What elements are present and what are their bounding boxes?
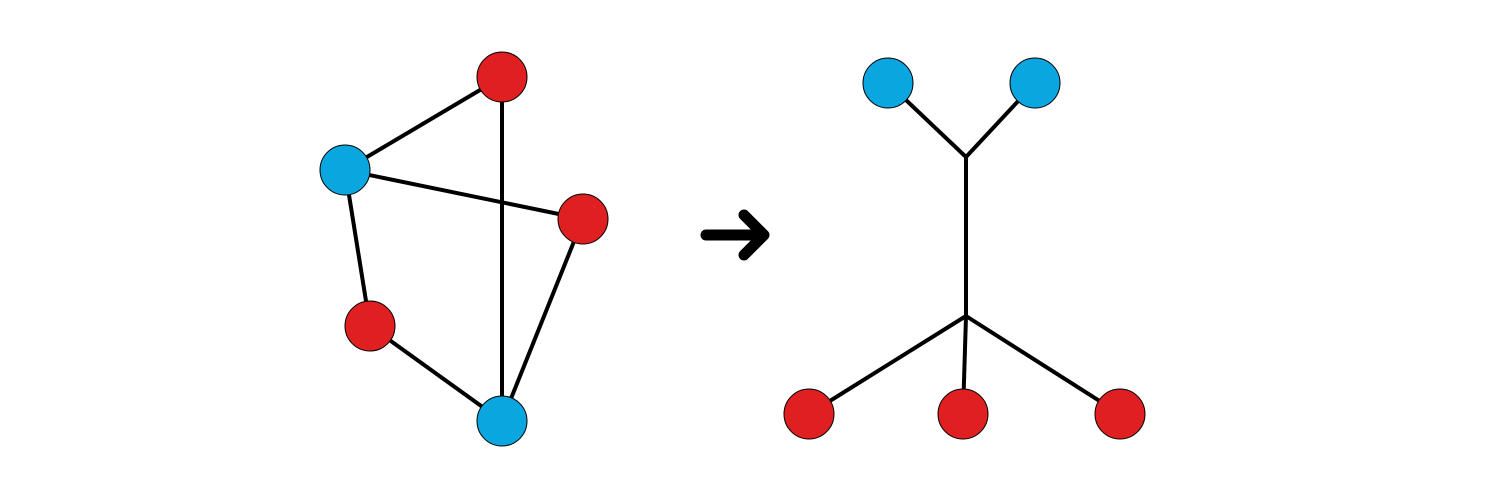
right-tree [783, 57, 1146, 440]
right-tree-edges [807, 81, 1122, 416]
left-graph-node-l-top-red [476, 51, 528, 103]
right-tree-node-r-bottom-mid-red [937, 388, 989, 440]
right-tree-edge-j-lower-r-bottom-right [964, 314, 1122, 416]
left-graph-node-l-lower-left-red [344, 300, 396, 352]
left-graph-edge-l-lower-left-l-bottom [368, 324, 504, 423]
left-graph-edge-l-top-l-left [343, 75, 504, 172]
right-arrow-icon [700, 209, 770, 261]
left-graph-node-l-right-red [557, 193, 609, 245]
right-tree-edge-j-lower-r-bottom-left [807, 314, 968, 416]
left-graph-edges [343, 75, 585, 423]
right-tree-node-r-bottom-right-red [1094, 388, 1146, 440]
left-graph-edge-l-left-l-right [343, 168, 585, 221]
left-graph-edge-l-right-l-bottom [500, 217, 585, 423]
right-tree-node-r-top-left-blue [862, 57, 914, 109]
right-tree-node-r-top-right-blue [1009, 57, 1061, 109]
left-graph-edge-l-left-l-lower-left [343, 168, 372, 328]
right-tree-nodes [783, 57, 1146, 440]
left-graph-node-l-bottom-blue [476, 395, 528, 447]
left-graph [319, 51, 609, 447]
left-graph-nodes [319, 51, 609, 447]
left-graph-node-l-left-blue [319, 144, 371, 196]
right-tree-node-r-bottom-left-red [783, 388, 835, 440]
